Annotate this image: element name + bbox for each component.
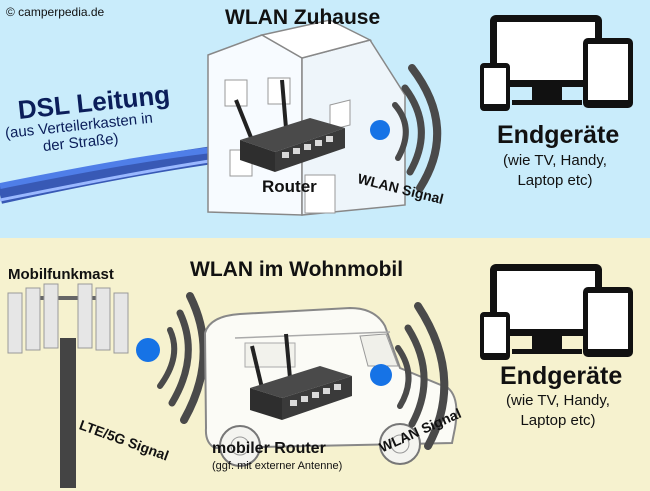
wifi-source-dot bbox=[370, 120, 390, 140]
devices-subtitle-line2: Laptop etc) bbox=[517, 172, 593, 189]
devices-subtitle-camper: (wie TV, Handy, Laptop etc) bbox=[493, 391, 623, 431]
camper-title: WLAN im Wohnmobil bbox=[190, 258, 404, 281]
home-title: WLAN Zuhause bbox=[225, 6, 381, 29]
devices-subtitle-camper-line1: (wie TV, Handy, bbox=[506, 392, 610, 409]
router-label: Router bbox=[262, 177, 317, 196]
devices-subtitle: (wie TV, Handy, Laptop etc) bbox=[490, 151, 620, 191]
devices-subtitle-camper-line2: Laptop etc) bbox=[520, 412, 596, 429]
wifi-source-dot-camper bbox=[370, 364, 392, 386]
mobile-router-label: mobiler Router bbox=[212, 440, 326, 457]
wlan-camper-panel: WLAN im Wohnmobil Mobilfunkmast LTE/5G S… bbox=[0, 238, 650, 491]
devices-title: Endgeräte bbox=[497, 121, 620, 149]
camper-illustration bbox=[7, 264, 633, 488]
cell-tower-label: Mobilfunkmast bbox=[8, 266, 114, 283]
lte-source-dot bbox=[136, 338, 160, 362]
devices-icon-camper bbox=[480, 264, 633, 360]
copyright-text: © camperpedia.de bbox=[6, 5, 105, 19]
wifi-waves-icon-camper bbox=[395, 302, 449, 450]
devices-title-camper: Endgeräte bbox=[500, 362, 623, 390]
devices-subtitle-line1: (wie TV, Handy, bbox=[503, 152, 607, 169]
home-illustration bbox=[0, 15, 633, 216]
mobile-router-icon bbox=[250, 333, 352, 420]
wlan-home-panel: © camperpedia.de WLAN Zuhause DSL Leitun… bbox=[0, 0, 650, 238]
mobile-router-note: (ggf. mit externer Antenne) bbox=[212, 460, 343, 472]
router-icon bbox=[234, 79, 345, 172]
wifi-waves-icon bbox=[392, 64, 442, 192]
cell-tower-icon bbox=[7, 283, 129, 488]
lte-waves-icon bbox=[157, 292, 208, 424]
devices-icon bbox=[480, 15, 633, 111]
